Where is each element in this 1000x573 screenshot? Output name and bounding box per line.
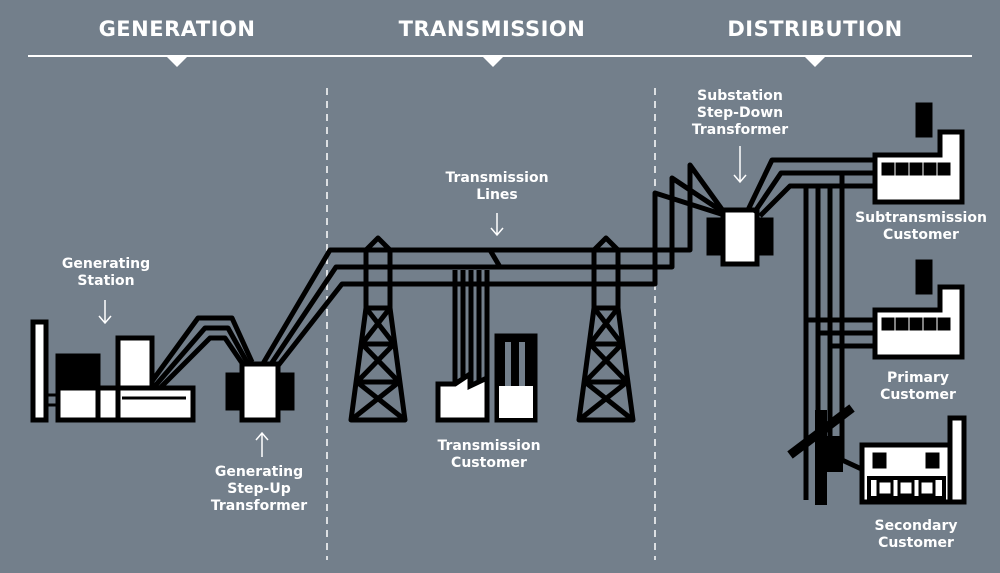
label-arrows xyxy=(98,146,747,457)
transmission-lines xyxy=(258,162,741,369)
transmission-tower-1-icon xyxy=(348,235,408,423)
arrow-substation xyxy=(733,146,747,184)
label-line: Transformer xyxy=(691,122,789,138)
label-line: Station xyxy=(77,273,135,289)
label-line: Generating xyxy=(214,464,304,480)
label-generating-station: Generating Station xyxy=(62,256,150,290)
distribution-lines xyxy=(745,157,875,500)
label-secondary-customer: Secondary Customer xyxy=(875,518,958,552)
label-line: Customer xyxy=(451,455,527,471)
label-line: Step-Down xyxy=(696,105,784,121)
label-line: Substation xyxy=(697,88,783,104)
label-line: Lines xyxy=(476,187,518,203)
label-subtransmission-customer: Subtransmission Customer xyxy=(855,210,987,244)
label-line: Customer xyxy=(883,227,959,243)
section-generation-header: GENERATION xyxy=(98,17,256,41)
label-transmission-lines: Transmission Lines xyxy=(445,170,548,204)
station-wires xyxy=(147,315,255,390)
transmission-tower-2-icon xyxy=(576,235,636,423)
label-line: Transformer xyxy=(210,498,308,514)
section-distribution-header: DISTRIBUTION xyxy=(727,17,903,41)
header-rule xyxy=(28,55,972,67)
label-primary-customer: Primary Customer xyxy=(880,370,956,404)
label-line: Secondary xyxy=(874,518,958,534)
section-transmission-header: TRANSMISSION xyxy=(398,17,586,41)
label-line: Generating xyxy=(61,256,151,272)
label-line: Step-Up xyxy=(227,481,291,497)
label-substation-transformer: Substation Step-Down Transformer xyxy=(692,88,788,139)
label-line: Customer xyxy=(878,535,954,551)
step-up-transformer-icon xyxy=(225,361,295,423)
substation-transformer-icon xyxy=(706,207,774,267)
label-line: Transmission xyxy=(437,438,541,454)
arrow-step-up xyxy=(255,431,269,457)
arrow-generating-station xyxy=(98,300,112,325)
arrow-transmission-lines xyxy=(490,213,504,237)
subtransmission-customer-icon xyxy=(872,102,965,205)
label-line: Transmission xyxy=(445,170,549,186)
generating-station-icon xyxy=(30,319,196,423)
label-transmission-customer: Transmission Customer xyxy=(437,438,540,472)
primary-customer-icon xyxy=(872,259,965,360)
label-line: Subtransmission xyxy=(855,210,987,226)
label-step-up-transformer: Generating Step-Up Transformer xyxy=(211,464,307,515)
tap-lines xyxy=(487,248,503,269)
label-line: Primary xyxy=(886,370,950,386)
label-line: Customer xyxy=(880,387,956,403)
utility-pole-icon xyxy=(787,404,855,505)
transmission-customer-icon xyxy=(435,270,538,423)
secondary-customer-icon xyxy=(859,415,967,505)
